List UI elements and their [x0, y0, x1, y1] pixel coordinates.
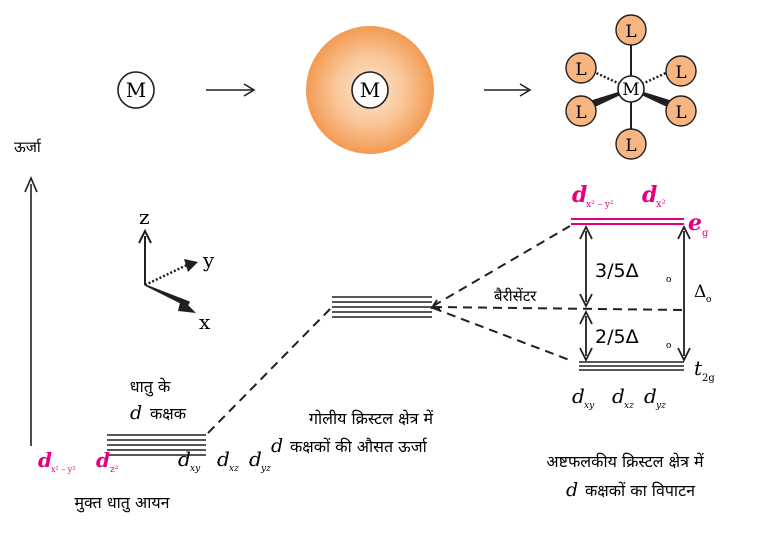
- barycenter-label: बैरीसेंटर: [494, 287, 537, 305]
- upper-split-arrow: [579, 224, 593, 309]
- ligand-top: L: [615, 14, 647, 46]
- free-ion-title-line1: धातु के: [130, 377, 171, 397]
- svg-text:yz: yz: [655, 401, 666, 411]
- complex-metal-label: M: [622, 80, 639, 100]
- spherical-caption-line1: गोलीय क्रिस्टल क्षेत्र में: [309, 409, 434, 428]
- svg-text:xy: xy: [584, 401, 595, 411]
- svg-text:xz: xz: [624, 401, 634, 411]
- t2g-level: [579, 361, 684, 371]
- free-metal-ion: M: [117, 71, 155, 109]
- complex-metal-circle: [617, 75, 645, 103]
- axis-y-label: y: [202, 248, 215, 272]
- lower-split-arrow: [579, 309, 593, 363]
- lower-split-sub: o: [666, 341, 671, 351]
- axis-x-label: x: [199, 310, 211, 334]
- svg-text:d: d: [96, 448, 110, 472]
- svg-text:L: L: [575, 60, 586, 80]
- svg-text:d: d: [572, 182, 587, 208]
- octahedral-caption-d: d: [566, 479, 578, 501]
- svg-text:d: d: [38, 448, 52, 472]
- eg-level: [571, 218, 684, 225]
- free-metal-label: M: [126, 78, 146, 102]
- svg-text:d: d: [217, 447, 230, 471]
- reaction-arrow-2: [484, 83, 532, 97]
- svg-text:L: L: [675, 103, 686, 123]
- svg-text:z²: z²: [110, 465, 119, 475]
- ligand-lower-right: L: [665, 95, 697, 127]
- svg-text:xy: xy: [190, 464, 201, 474]
- sphere-metal-label: M: [360, 78, 380, 102]
- spherical-caption-line2: कक्षकों की औसत ऊर्जा: [290, 437, 428, 456]
- svg-text:L: L: [575, 103, 586, 123]
- axis-z-label: z: [139, 205, 150, 229]
- free-ion-title-line2: कक्षक: [150, 404, 187, 423]
- ligand-upper-left: L: [565, 52, 597, 84]
- octahedral-caption-line1: अष्टफलकीय क्रिस्टल क्षेत्र में: [546, 452, 704, 471]
- spherical-caption-d: d: [271, 435, 283, 457]
- svg-text:yz: yz: [260, 464, 271, 474]
- free-ion-t2g-orbitals: d xy d xz d yz: [178, 447, 271, 474]
- free-ion-eg-orbitals: d x² – y² d z²: [38, 448, 119, 475]
- svg-text:x² – y²: x² – y²: [586, 200, 614, 210]
- svg-text:d: d: [642, 182, 657, 208]
- svg-text:xz: xz: [229, 464, 239, 474]
- ligand-lower-left: L: [565, 95, 597, 127]
- octahedral-caption-line2: कक्षकों का विपाटन: [585, 481, 696, 500]
- lower-split-label: 2/5Δ: [595, 326, 639, 348]
- spherical-levels: [332, 296, 432, 318]
- energy-axis-label: ऊर्जा: [14, 138, 42, 156]
- svg-text:d: d: [572, 384, 585, 408]
- ligand-bottom: L: [615, 128, 647, 160]
- coordinate-axes: z y x: [138, 205, 215, 334]
- ligand-upper-right: L: [665, 55, 697, 87]
- svg-text:L: L: [675, 63, 686, 83]
- eg-label-sub: g: [702, 228, 709, 239]
- delta-arrow: [677, 224, 691, 363]
- oct-t2g-orbitals: d xy d xz d yz: [572, 384, 666, 411]
- upper-split-label: 3/5Δ: [595, 260, 639, 282]
- free-ion-caption: मुक्त धातु आयन: [74, 493, 170, 513]
- delta-sub: o: [706, 295, 711, 305]
- energy-axis: ऊर्जा: [14, 138, 42, 446]
- free-ion-levels: [107, 434, 206, 456]
- svg-text:x² – y²: x² – y²: [51, 465, 76, 474]
- svg-text:x²: x²: [656, 199, 666, 210]
- spherical-field-metal: M: [306, 26, 434, 154]
- reaction-arrow-1: [206, 83, 256, 97]
- svg-text:d: d: [249, 447, 262, 471]
- svg-text:L: L: [625, 136, 636, 156]
- t2g-label: t: [694, 356, 703, 380]
- t2g-label-sub: 2g: [702, 373, 715, 384]
- octahedral-complex: L L L L L L M: [565, 14, 697, 160]
- upper-split-sub: o: [666, 275, 671, 285]
- svg-text:d: d: [178, 447, 191, 471]
- split-connectors: [430, 225, 685, 362]
- svg-text:d: d: [644, 384, 657, 408]
- svg-text:L: L: [625, 22, 636, 42]
- oct-eg-orbitals: d x² – y² d x²: [572, 182, 666, 210]
- delta-label: Δ: [694, 282, 706, 302]
- free-ion-title-d: d: [130, 402, 142, 424]
- eg-label: e: [688, 210, 702, 236]
- svg-text:d: d: [612, 384, 625, 408]
